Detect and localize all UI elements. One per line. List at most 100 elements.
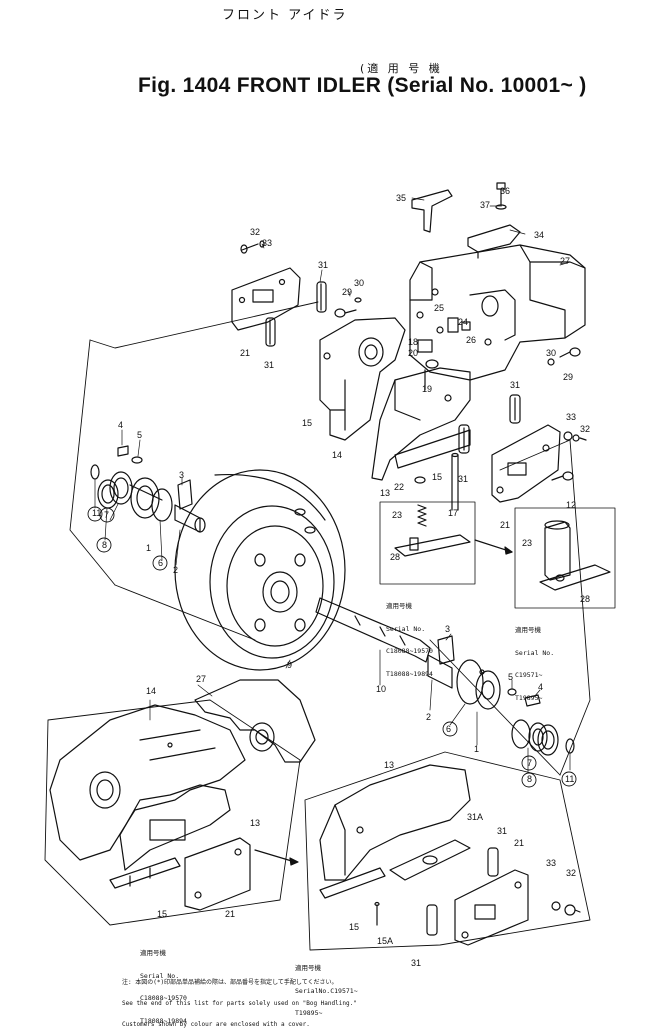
oring-5-left — [131, 456, 143, 464]
bolt-32-upper-left — [240, 240, 265, 254]
pin-15a — [374, 901, 380, 926]
callout-21-lower-right: 21 — [514, 838, 524, 848]
callout-27-upper: 27 — [560, 256, 570, 266]
callout-27-lower: 27 — [196, 674, 206, 684]
pin-31-upper — [316, 281, 327, 313]
callout-31-lower-b: 31 — [411, 958, 421, 968]
callout-23-new: 23 — [522, 538, 532, 548]
plug-4-left — [117, 445, 129, 457]
callout-15-lower-left: 15 — [157, 909, 167, 919]
callout-6-right: 6 — [446, 724, 451, 734]
callout-25: 25 — [434, 303, 444, 313]
shim-3-right — [437, 635, 455, 665]
callout-31-upper: 31 — [318, 260, 328, 270]
serial-note-new: 適用号機 Serial No. C19571~ T19895~ — [515, 626, 555, 702]
callout-8-left: 8 — [102, 540, 107, 550]
callout-31-lower-a: 31 — [497, 826, 507, 836]
guide-13-lower-left — [119, 784, 231, 871]
floating-seal-7-right — [511, 719, 548, 752]
guard-plate-21-right — [491, 424, 561, 503]
callout-31a: 31A — [467, 812, 483, 822]
callout-12: 12 — [566, 500, 576, 510]
title-japanese: フロント アイドラ — [222, 8, 348, 23]
circled-callouts — [87, 506, 577, 788]
callout-4-left: 4 — [118, 420, 123, 430]
arrow-to-new-spring — [474, 539, 513, 555]
shim-3-left — [177, 479, 193, 510]
spring-23-new — [544, 520, 571, 581]
callout-3-left: 3 — [179, 470, 184, 480]
title-japanese-applicable: (適 用 号 機 — [360, 62, 443, 75]
floating-seal-8-right — [537, 724, 559, 756]
callout-24: 24 — [458, 317, 468, 327]
callout-1-right: 1 — [474, 744, 479, 754]
serial-note-old: 適用号機 Serial No. C18088~19570 T18088~1989… — [386, 602, 433, 678]
callout-23-old: 23 — [392, 510, 402, 520]
bolt-32-right — [563, 431, 587, 442]
pin-31-mid — [265, 317, 276, 347]
callout-26: 26 — [466, 335, 476, 345]
callout-22: 22 — [394, 482, 404, 492]
plate-35 — [411, 189, 453, 233]
callout-11-right: 11 — [565, 774, 574, 784]
bracket-housing-27 — [409, 244, 586, 381]
callout-14-lower: 14 — [146, 686, 156, 696]
collar-2-left — [174, 504, 206, 533]
rail-15-lower-right — [319, 867, 386, 899]
adjuster-parts-18-26 — [417, 317, 492, 391]
guard-plate-21-lower-right — [454, 869, 529, 946]
callout-37: 37 — [480, 200, 490, 210]
lower-left-boundary — [44, 699, 301, 926]
callout-21-right: 21 — [500, 520, 510, 530]
shaft-10 — [315, 597, 431, 663]
callout-30-upper: 30 — [354, 278, 364, 288]
callout-31-right: 31 — [510, 380, 520, 390]
callout-13-lower-left: 13 — [250, 818, 260, 828]
callout-19: 19 — [422, 384, 432, 394]
bolt-12 — [551, 471, 574, 481]
callout-33-upper: 33 — [262, 238, 272, 248]
assembly-boundary-lines — [69, 301, 591, 776]
plug-4-right — [524, 694, 541, 707]
floating-seal-7-left — [109, 471, 133, 505]
callout-21-upper: 21 — [240, 348, 250, 358]
callout-14-upper: 14 — [332, 450, 342, 460]
support-14-upper — [319, 317, 406, 441]
callout-13-lower-right: 13 — [384, 760, 394, 770]
callout-34: 34 — [534, 230, 544, 240]
figure-title: Fig. 1404 FRONT IDLER (Serial No. 10001~… — [138, 74, 587, 97]
callout-6-left: 6 — [158, 558, 163, 568]
callout-2-left: 2 — [173, 565, 178, 575]
callout-5-right: 5 — [508, 672, 513, 682]
callout-32-right: 32 — [580, 424, 590, 434]
callout-1-left: 1 — [146, 543, 151, 553]
bushing-1-right — [456, 659, 501, 710]
lower-right-boundary — [304, 751, 591, 951]
guide-13-lower-right — [319, 764, 471, 881]
callout-32-upper: 32 — [250, 227, 260, 237]
callout-31-mid: 31 — [264, 360, 274, 370]
callout-3-right: 3 — [445, 624, 450, 634]
callout-28-new: 28 — [580, 594, 590, 604]
bolt-29-right — [547, 347, 581, 366]
serial-old-box — [379, 501, 476, 585]
callout-29-right: 29 — [563, 372, 573, 382]
support-14-lower — [49, 704, 246, 861]
callout-5-left: 5 — [137, 430, 142, 440]
callout-33-lower: 33 — [546, 858, 556, 868]
footnote: 注: 本図の(*)印部品単品補給の際は、部品番号を指定して手配してください。 S… — [122, 979, 357, 1028]
callout-21-lower-left: 21 — [225, 909, 235, 919]
callout-15a: 15A — [377, 936, 393, 946]
callout-11-left: 11 — [92, 508, 101, 518]
spring-23-old — [414, 476, 427, 527]
callout-2-right: 2 — [426, 712, 431, 722]
bolt-32-lower-right — [551, 901, 581, 916]
callout-32-lower: 32 — [566, 868, 576, 878]
callout-15-lower-right: 15 — [349, 922, 359, 932]
bolt-29 — [334, 297, 362, 318]
seat-28-new — [539, 564, 611, 591]
callout-8-right: 8 — [527, 774, 532, 784]
pin-31-right — [509, 394, 521, 424]
callout-9: 9 — [287, 660, 292, 670]
callout-17: 17 — [448, 508, 458, 518]
